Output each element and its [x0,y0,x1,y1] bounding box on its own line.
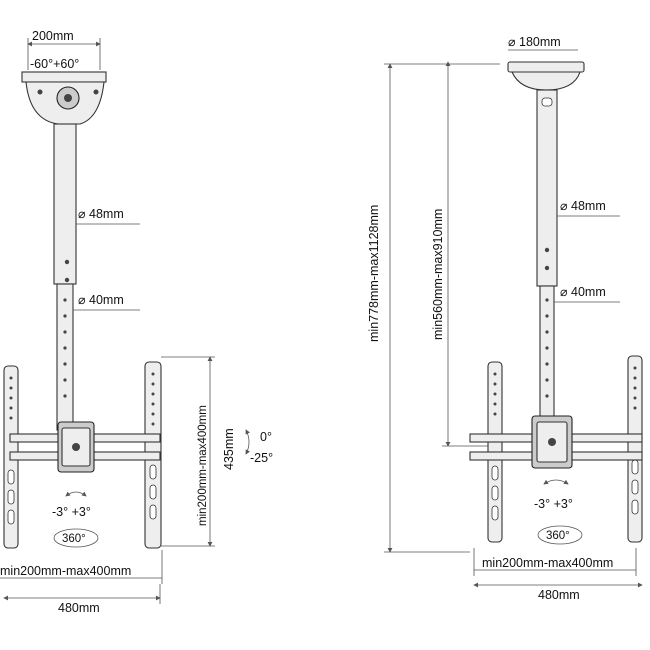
ceiling-bracket-head [21,71,107,125]
upper-tube [53,123,77,285]
right-upper-tube [536,89,558,287]
vesa-vertical-label: min200mm-max400mm [197,405,209,526]
tilt-plate-label: -60°+60° [30,57,79,71]
roll-label: -3° +3° [52,505,91,519]
right-swivel-label: 360° [546,530,570,542]
right-view: ⌀ 180mm ⌀ 48mm ⌀ 40mm min778mm-max1128mm [367,35,643,602]
total-height-label: min778mm-max1128mm [367,205,381,342]
right-tilt-head [531,415,573,469]
top-width-label: 200mm [32,29,74,43]
lower-tube-diameter-label: ⌀ 40mm [78,293,124,307]
vesa-horizontal-label: min200mm-max400mm [0,564,131,578]
lower-tube [56,283,74,431]
right-lower-tube-diameter-label: ⌀ 40mm [560,285,606,299]
bracket-height-label: 435mm [222,428,236,470]
swivel-ring [53,528,99,548]
pole-length-label: min560mm-max910mm [431,209,445,340]
right-vesa-horizontal-label: min200mm-max400mm [482,556,613,570]
tilt-down-label: -25° [250,451,273,465]
right-total-width-label: 480mm [538,588,580,602]
right-roll-label: -3° +3° [534,497,573,511]
right-upper-tube-diameter-label: ⌀ 48mm [560,199,606,213]
swivel-label: 360° [62,533,86,545]
right-view-right-rail [627,355,643,543]
left-view: 200mm -60°+60° ⌀ 48mm ⌀ 40mm [0,29,273,615]
upper-tube-diameter-label: ⌀ 48mm [78,207,124,221]
tilt-up-label: 0° [260,430,272,444]
right-lower-tube [539,285,555,437]
total-width-label: 480mm [58,601,100,615]
ceiling-plate [507,61,585,91]
tilt-head [57,421,95,473]
ceiling-plate-diameter-label: ⌀ 180mm [508,35,561,49]
right-swivel-ring [537,525,583,545]
